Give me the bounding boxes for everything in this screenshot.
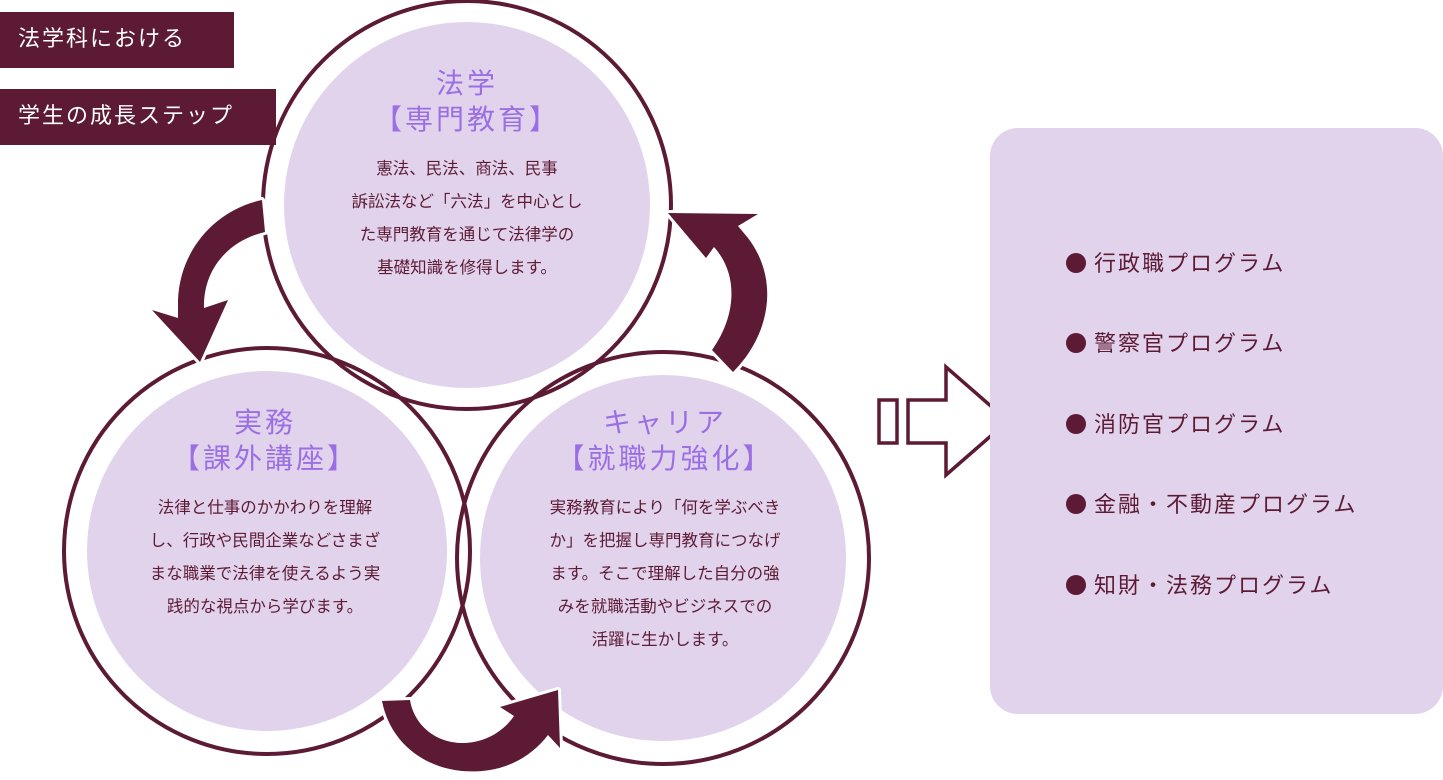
program-item: 知財・法務プログラム <box>1066 568 1333 600</box>
career-circle-subtitle: 【就職力強化】 <box>556 442 774 475</box>
title-label-line1: 法学科における <box>0 12 234 68</box>
practice-circle: 実務 【課外講座】 法律と仕事のかかわりを理解 し、行政や民間企業などさまざ ま… <box>105 405 425 623</box>
practice-circle-ring <box>62 346 472 756</box>
desc-line: 活躍に生かします。 <box>591 630 739 649</box>
desc-line: か」を把握し専門教育につなげ <box>549 531 781 550</box>
career-circle-description: 実務教育により「何を学ぶべき か」を把握し専門教育につなげ ます。そこで理解した… <box>505 491 825 656</box>
desc-line: し、行政や民間企業などさまざ <box>149 531 381 550</box>
arrow-career-to-law-icon <box>665 210 771 375</box>
desc-line: 憲法、民法、商法、民事 <box>376 159 558 178</box>
practice-circle-description: 法律と仕事のかかわりを理解 し、行政や民間企業などさまざ まな職業で法律を使える… <box>105 491 425 623</box>
bullet-icon <box>1066 575 1086 595</box>
program-label: 消防官プログラム <box>1094 413 1286 438</box>
law-circle-description: 憲法、民法、商法、民事 訴訟法など「六法」を中心とし た専門教育を通じて法律学の… <box>307 152 627 284</box>
bullet-icon <box>1066 494 1086 514</box>
arrow-practice-to-career-icon <box>379 687 563 775</box>
bullet-icon <box>1066 414 1086 434</box>
desc-line: た専門教育を通じて法律学の <box>359 225 575 244</box>
law-circle-title: 法学 <box>435 67 498 100</box>
career-circle-ring <box>455 350 871 766</box>
program-label: 行政職プログラム <box>1094 252 1286 277</box>
practice-circle-fill <box>87 371 447 731</box>
program-label: 警察官プログラム <box>1094 332 1286 357</box>
title-label-line2: 学生の成長ステップ <box>0 89 276 145</box>
desc-line: 践的な視点から学びます。 <box>166 597 364 616</box>
law-circle-fill <box>284 22 650 388</box>
career-circle: キャリア 【就職力強化】 実務教育により「何を学ぶべき か」を把握し専門教育につ… <box>505 405 825 656</box>
career-circle-title: キャリア <box>602 406 727 439</box>
career-circle-fill <box>480 375 846 741</box>
law-circle: 法学 【専門教育】 憲法、民法、商法、民事 訴訟法など「六法」を中心とし た専門… <box>307 66 627 284</box>
arrow-law-to-practice-icon <box>149 197 268 365</box>
practice-circle-subtitle: 【課外講座】 <box>171 442 358 475</box>
program-label: 知財・法務プログラム <box>1094 574 1334 599</box>
bullet-icon <box>1066 333 1086 353</box>
desc-line: 実務教育により「何を学ぶべき <box>549 498 781 517</box>
desc-line: 基礎知識を修得します。 <box>377 258 557 277</box>
bullet-icon <box>1066 253 1086 273</box>
programs-panel: 行政職プログラム 警察官プログラム 消防官プログラム 金融・不動産プログラム 知… <box>990 128 1443 714</box>
law-circle-subtitle: 【専門教育】 <box>373 103 560 136</box>
program-label: 金融・不動産プログラム <box>1094 493 1358 518</box>
practice-circle-title: 実務 <box>233 406 296 439</box>
right-outline-arrow-icon <box>877 363 1011 479</box>
program-item: 警察官プログラム <box>1066 326 1285 358</box>
program-item: 行政職プログラム <box>1066 246 1285 278</box>
desc-line: 訴訟法など「六法」を中心とし <box>351 192 583 211</box>
desc-line: ます。そこで理解した自分の強 <box>550 564 780 583</box>
desc-line: みを就職活動やビジネスでの <box>557 597 773 616</box>
desc-line: まな職業で法律を使えるよう実 <box>149 564 381 583</box>
program-item: 金融・不動産プログラム <box>1066 487 1357 519</box>
program-item: 消防官プログラム <box>1066 407 1285 439</box>
desc-line: 法律と仕事のかかわりを理解 <box>157 498 373 517</box>
